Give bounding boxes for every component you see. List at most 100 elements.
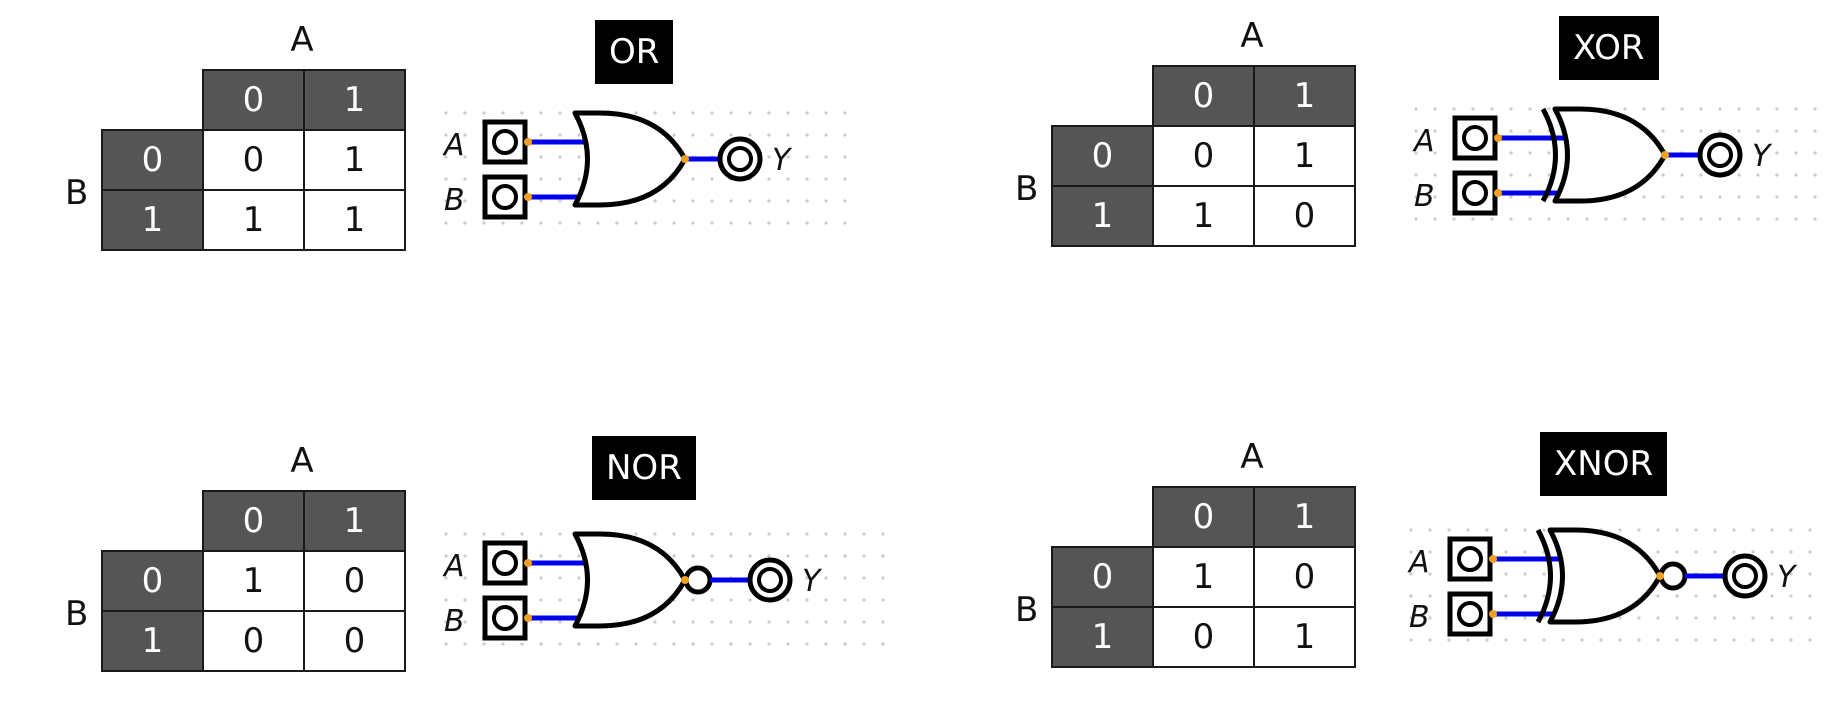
truth-table: 0 1 0 1 0 1 0 0 — [101, 490, 406, 672]
truth-table: 0 1 0 0 1 1 1 0 — [1051, 65, 1356, 247]
input-a-label: A — [1412, 124, 1435, 159]
truth-table-cell: 1 — [303, 129, 406, 191]
output-led-inner — [727, 146, 753, 172]
xor-input-arc — [1540, 107, 1558, 203]
truth-table-cell: 1 — [1152, 185, 1255, 247]
input-a-pin — [1447, 536, 1493, 582]
truth-table-cell: 0 — [303, 610, 406, 672]
pin-dot — [524, 138, 532, 146]
truth-table-corner — [1052, 66, 1153, 126]
truth-table-row-header: 1 — [1051, 185, 1154, 247]
pin-dot — [681, 155, 689, 163]
pin-dot — [1661, 151, 1669, 159]
truth-table-input-b-label: B — [65, 173, 89, 213]
output-y-label: Y — [1777, 560, 1798, 595]
output-y-label: Y — [1752, 139, 1773, 174]
inversion-bubble — [1658, 561, 1688, 591]
output-led-inner — [1732, 563, 1758, 589]
truth-table: 0 1 0 0 1 1 1 1 — [101, 69, 406, 251]
truth-table-corner — [1052, 487, 1153, 547]
xor-input-arc — [1535, 528, 1553, 624]
input-b-pin — [1447, 591, 1493, 637]
pin-dot — [1489, 555, 1497, 563]
pin-dot — [1494, 134, 1502, 142]
gate-body — [1552, 106, 1668, 204]
gate-type-label: NOR — [592, 436, 696, 500]
pin-dot — [681, 576, 689, 584]
truth-table-input-a-label: A — [290, 20, 314, 60]
output-led-inner — [1707, 142, 1733, 168]
truth-table-cell: 1 — [1152, 546, 1255, 608]
truth-table-cell: 1 — [1253, 606, 1356, 668]
pin-dot — [524, 193, 532, 201]
truth-table-input-b-label: B — [1015, 169, 1039, 209]
circuit-diagram: AB Y — [1412, 106, 1817, 221]
pin-dot — [1494, 189, 1502, 197]
gate-type-label: OR — [595, 20, 674, 84]
output-led-inner — [757, 567, 783, 593]
truth-table-cell: 1 — [202, 550, 305, 612]
truth-table-col-header: 1 — [303, 490, 406, 552]
truth-table-col-header: 0 — [202, 490, 305, 552]
truth-table-corner — [102, 70, 203, 130]
truth-table-input-a-label: A — [290, 441, 314, 481]
input-a-pin — [1452, 115, 1498, 161]
truth-table-cell: 1 — [202, 189, 305, 251]
truth-table-cell: 0 — [1152, 125, 1255, 187]
circuit-diagram: AB Y — [1407, 527, 1812, 642]
gate-body — [572, 110, 688, 208]
truth-table-col-header: 0 — [1152, 486, 1255, 548]
circuit-diagram: AB Y — [442, 110, 847, 225]
truth-table-input-b-label: B — [65, 594, 89, 634]
input-a-label: A — [442, 128, 465, 163]
input-b-label: B — [444, 183, 465, 218]
input-a-label: A — [442, 549, 465, 584]
pin-dot — [1489, 610, 1497, 618]
gate-type-label: XOR — [1559, 16, 1659, 80]
input-a-label: A — [1407, 545, 1430, 580]
input-b-pin — [482, 174, 528, 220]
truth-table-input-b-label: B — [1015, 590, 1039, 630]
input-b-pin — [1452, 170, 1498, 216]
circuit-diagram: AB Y — [442, 531, 885, 646]
truth-table-cell: 0 — [1152, 606, 1255, 668]
truth-table: 0 1 0 1 0 1 0 1 — [1051, 486, 1356, 668]
output-y-label: Y — [772, 143, 793, 178]
truth-table-row-header: 0 — [101, 550, 204, 612]
truth-table-corner — [102, 491, 203, 551]
truth-table-cell: 1 — [303, 189, 406, 251]
truth-table-col-header: 1 — [303, 69, 406, 131]
input-b-label: B — [444, 604, 465, 639]
input-b-pin — [482, 595, 528, 641]
input-a-pin — [482, 540, 528, 586]
pin-dot — [524, 614, 532, 622]
truth-table-col-header: 1 — [1253, 486, 1356, 548]
output-y-label: Y — [802, 564, 823, 599]
pin-dot — [1656, 572, 1664, 580]
input-b-label: B — [1409, 600, 1430, 635]
truth-table-row-header: 0 — [101, 129, 204, 191]
truth-table-row-header: 1 — [101, 189, 204, 251]
truth-table-cell: 0 — [1253, 185, 1356, 247]
truth-table-cell: 0 — [202, 129, 305, 191]
truth-table-input-a-label: A — [1240, 16, 1264, 56]
truth-table-cell: 0 — [303, 550, 406, 612]
truth-table-col-header: 1 — [1253, 65, 1356, 127]
truth-table-cell: 0 — [1253, 546, 1356, 608]
truth-table-row-header: 0 — [1051, 546, 1154, 608]
truth-table-cell: 1 — [1253, 125, 1356, 187]
truth-table-col-header: 0 — [1152, 65, 1255, 127]
gate-body — [1547, 527, 1663, 625]
truth-table-cell: 0 — [202, 610, 305, 672]
gate-body — [572, 531, 688, 629]
truth-table-row-header: 0 — [1051, 125, 1154, 187]
pin-dot — [524, 559, 532, 567]
truth-table-col-header: 0 — [202, 69, 305, 131]
truth-table-row-header: 1 — [101, 610, 204, 672]
truth-table-row-header: 1 — [1051, 606, 1154, 668]
inversion-bubble — [683, 565, 713, 595]
input-b-label: B — [1414, 179, 1435, 214]
